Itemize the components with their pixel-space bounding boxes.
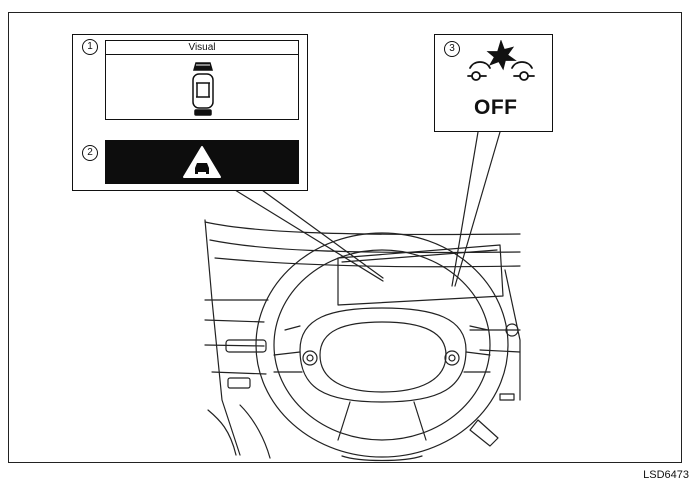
instrument-display (337, 244, 504, 306)
vehicle-top-view-icon (192, 62, 214, 116)
callout-number-3: 3 (444, 41, 460, 57)
vehicle-warning-triangle-icon (183, 146, 221, 178)
callout-number-1: 1 (82, 39, 98, 55)
leader-line-1 (234, 189, 384, 282)
warning-panel (105, 140, 299, 184)
callout-number-2: 2 (82, 145, 98, 161)
leader-line-3 (451, 131, 479, 287)
figure-frame (8, 12, 682, 463)
off-label: OFF (474, 96, 518, 119)
steering-wheel-hub (299, 307, 467, 403)
steering-wheel-rim (255, 232, 509, 458)
figure-code: LSD6473 (643, 469, 689, 481)
vehicle-collision-icon (467, 40, 535, 81)
visual-panel-title: Visual (106, 41, 298, 55)
visual-panel: Visual (105, 40, 299, 120)
